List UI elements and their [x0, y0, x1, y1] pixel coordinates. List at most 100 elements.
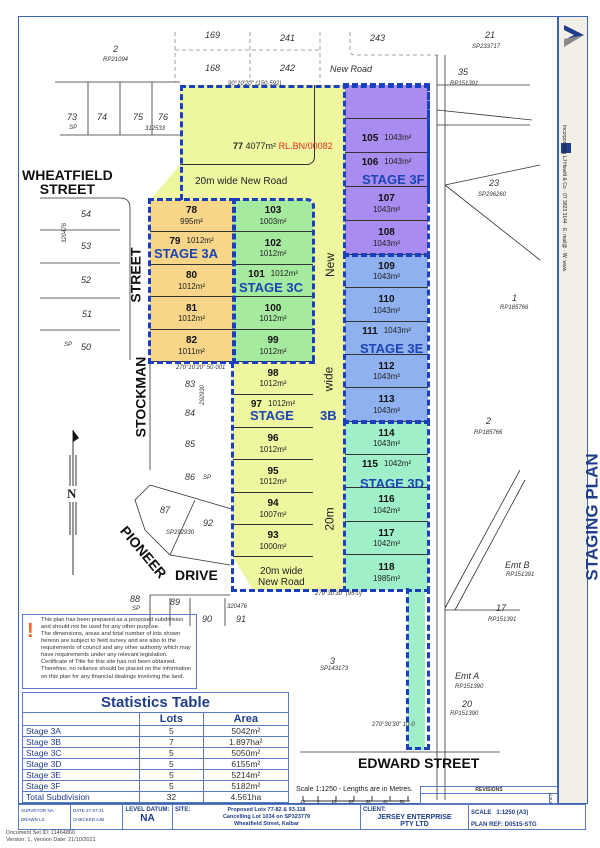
lot-area: 1011m²: [178, 346, 205, 356]
parcel-plan: SP292930: [166, 530, 195, 536]
lots-cell: 5: [139, 769, 204, 781]
company-logo-icon: [564, 25, 584, 47]
new-road-top-label: New Road: [330, 64, 373, 74]
scale-bar: [302, 796, 410, 802]
lot-number: 112: [378, 360, 395, 372]
lot-area: 1012m²: [259, 477, 287, 487]
lot-area: 1043m²: [372, 204, 401, 214]
lot-area: 4077m²: [245, 141, 277, 151]
parcel-label: 85: [185, 439, 196, 449]
parcel-plan: RP151391: [450, 81, 479, 87]
site-line: Cancelling Lot 1034 on SP323779: [222, 813, 311, 820]
parcel-plan: SP: [203, 475, 212, 481]
edward-street-label: EDWARD STREET: [358, 755, 480, 771]
lot-number: 103: [264, 205, 282, 217]
warning-icon: !: [27, 620, 34, 642]
disclaimer-text: Certificate of Title for this site has n…: [41, 659, 192, 680]
road-width: 20m wide: [259, 566, 303, 577]
lot-area: 1000m²: [259, 541, 287, 551]
parcel-plan: SP: [69, 125, 78, 131]
parcel-label: 242: [280, 63, 296, 73]
street-name: WHEATFIELD: [22, 167, 113, 183]
lot-number: 113: [378, 394, 395, 406]
lot-area: 1012m²: [259, 249, 287, 259]
stage-cell: Stage 3C: [21, 747, 141, 759]
lot-area: 1043m²: [384, 133, 412, 142]
lot-number: 108: [378, 227, 395, 239]
client-line: PTY LTD: [400, 821, 429, 829]
north-arrow-icon: [66, 430, 82, 575]
lot-area: 1985m²: [372, 573, 401, 583]
field-label: DATE: [73, 808, 85, 813]
lot-area: 1043m²: [372, 272, 401, 282]
field-label: DRAWN: [21, 816, 38, 822]
lot-area: 1012m²: [268, 399, 296, 408]
drive-label: DRIVE: [175, 567, 218, 583]
lot-105[interactable]: 105 1043m²: [345, 119, 428, 153]
lot-area: 1043m²: [372, 238, 401, 248]
document-version: Version: 1, Version Date: 21/10/2021: [6, 837, 96, 844]
lot-area: 1012m²: [186, 236, 214, 245]
lot-area: 1012m²: [259, 379, 287, 389]
field-label: LEVEL DATUM:: [125, 807, 170, 813]
stage-cell: Stage 3F: [21, 780, 141, 792]
stage-3a-area: [150, 200, 233, 362]
parcel-label: 51: [82, 309, 93, 319]
lot-area: 1043m²: [372, 439, 401, 449]
column-header: Lots: [139, 712, 204, 726]
road-wide-vertical: wide: [321, 366, 336, 392]
lots-cell: 5: [139, 780, 204, 792]
stage-cell: Stage 3D: [21, 758, 141, 770]
lot-number: 95: [267, 465, 279, 477]
lot-number: 82: [185, 335, 198, 347]
lot-number: 96: [267, 433, 279, 445]
site-line: Proposed Lots 77-82 & 93-118: [227, 807, 306, 813]
lots-cell: 7: [139, 736, 204, 748]
lot-area: 1043m²: [372, 305, 401, 315]
lot-104[interactable]: 104: [345, 85, 428, 119]
area-cell: 4.561ha: [202, 791, 290, 803]
lot-number: 105: [361, 133, 379, 144]
lot-area: 995m²: [180, 216, 203, 226]
lot-number: 107: [378, 193, 395, 205]
lot-number: 101: [248, 269, 265, 280]
company-logo-mark: [561, 143, 571, 153]
lot-77[interactable]: [180, 85, 315, 165]
parcel-plan: RP185766: [474, 430, 503, 436]
stage-3f-label: STAGE 3F: [362, 172, 425, 187]
